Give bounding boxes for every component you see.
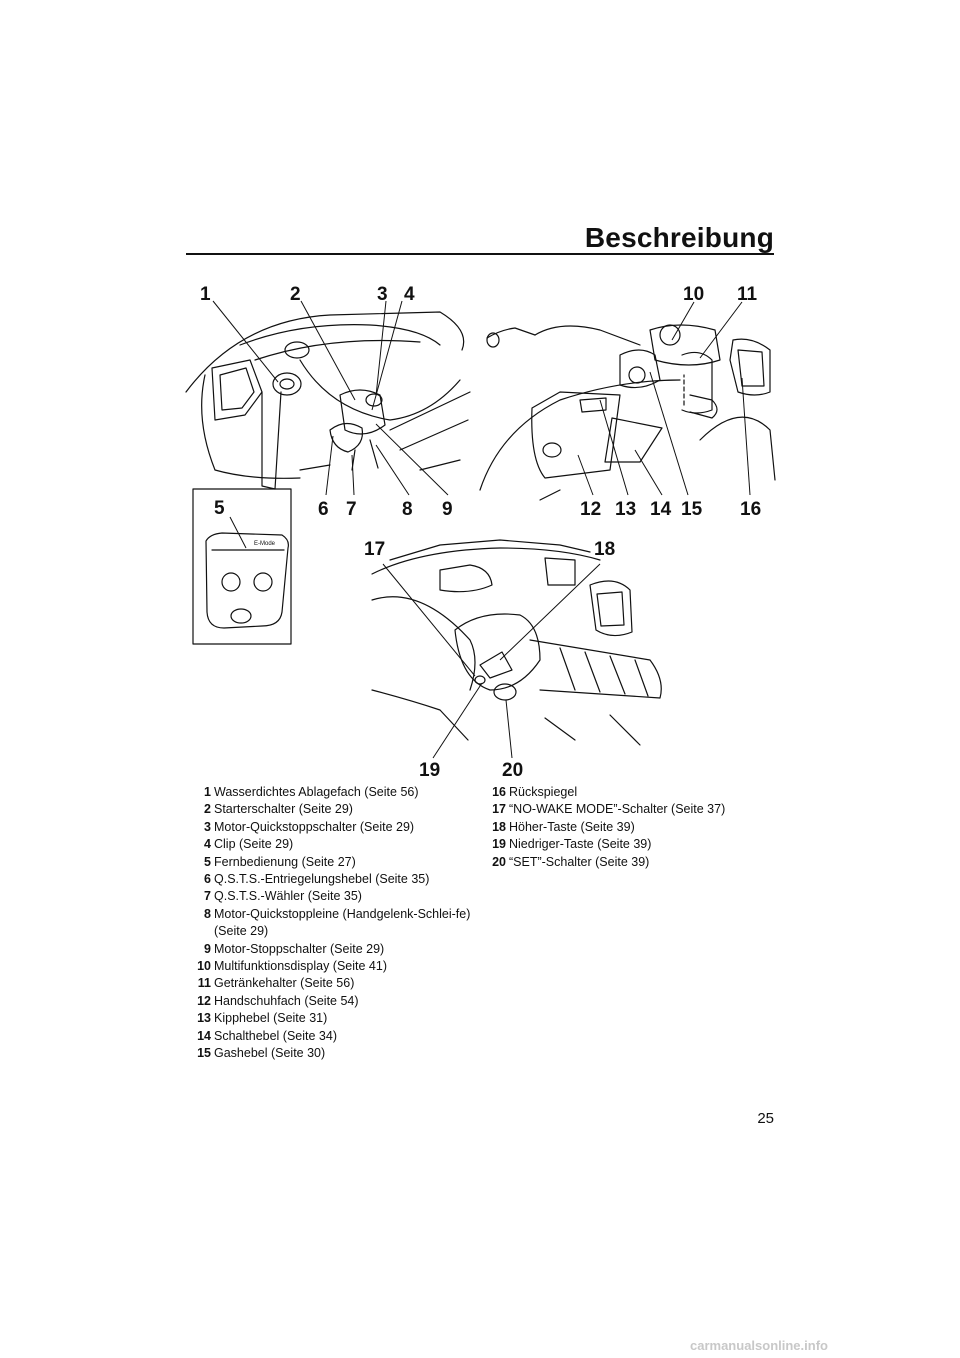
callout-2: 2: [290, 284, 301, 305]
legend-text: Motor-Stoppschalter (Seite 29): [214, 941, 385, 956]
legend-text: Motor-Quickstoppschalter (Seite 29): [214, 819, 415, 834]
remote-inset: [192, 391, 292, 645]
legend-number: 1: [204, 785, 211, 799]
legend-item: 20“SET”-Schalter (Seite 39): [481, 854, 771, 871]
legend-text: Wasserdichtes Ablagefach (Seite 56): [214, 785, 419, 799]
page-title: Beschreibung: [584, 222, 774, 253]
legend-text: Handschuhfach (Seite 54): [214, 993, 359, 1008]
callout-17: 17: [364, 539, 385, 560]
callout-11: 11: [737, 284, 758, 305]
left-console-drawing: [185, 311, 471, 479]
legend-text: Q.S.T.S.-Wähler (Seite 35): [214, 889, 362, 904]
callout-19: 19: [419, 760, 440, 781]
legend-number: 8: [204, 906, 211, 921]
legend-text: Rückspiegel: [509, 785, 578, 799]
callout-15: 15: [681, 499, 703, 520]
callout-5: 5: [214, 498, 225, 519]
callout-16: 16: [740, 499, 761, 520]
legend-number: 2: [204, 802, 211, 817]
legend-text: Höher-Taste (Seite 39): [509, 819, 635, 834]
page-number: 25: [757, 1110, 774, 1127]
remote-mode-label: E-Mode: [254, 541, 276, 547]
callout-6: 6: [318, 499, 329, 520]
legend-text: Multifunktionsdisplay (Seite 41): [214, 959, 387, 974]
legend-text: Kipphebel (Seite 31): [214, 1011, 328, 1026]
legend-text: Clip (Seite 29): [214, 837, 294, 852]
legend-text: Starterschalter (Seite 29): [214, 802, 353, 817]
legend-number: 6: [204, 872, 211, 887]
legend-number: 5: [204, 854, 211, 869]
legend-number: 19: [492, 837, 506, 852]
legend-number: 18: [492, 819, 506, 834]
legend-number: 9: [204, 941, 211, 956]
legend-number: 11: [197, 976, 211, 991]
callout-13: 13: [615, 499, 636, 520]
right-handlebar-drawing: [479, 324, 776, 501]
legend-number: 12: [197, 993, 211, 1008]
controls-illustration: 1 2 3 4 5 6 7 8 9 10 11 12 13 14 15 16 1…: [185, 284, 776, 781]
callout-10: 10: [683, 284, 704, 305]
leader-lines: [212, 300, 751, 759]
legend-text: Q.S.T.S.-Entriegelungshebel (Seite 35): [214, 872, 430, 887]
legend-number: 4: [204, 837, 211, 852]
watermark: carmanualsonline.info: [690, 1338, 828, 1353]
legend-text: Gashebel (Seite 30): [214, 1046, 326, 1061]
callout-4: 4: [404, 284, 415, 305]
legend-item: 17“NO-WAKE MODE”-Schalter (Seite 37): [481, 801, 771, 818]
legend-text: Schalthebel (Seite 34): [214, 1028, 337, 1043]
legend-text: Getränkehalter (Seite 56): [214, 976, 355, 991]
legend-number: 20: [492, 854, 506, 869]
callout-numbers: 1 2 3 4 5 6 7 8 9 10 11 12 13 14 15 16 1…: [200, 284, 761, 781]
header-rule: [186, 253, 774, 255]
legend-text: Niedriger-Taste (Seite 39): [509, 837, 652, 852]
legend-number: 13: [197, 1011, 211, 1026]
legend-number: 7: [204, 889, 211, 904]
callout-8: 8: [402, 499, 413, 520]
handlebar-closeup-drawing: [371, 539, 662, 746]
legend-number: 14: [197, 1028, 211, 1043]
callout-20: 20: [502, 760, 523, 781]
legend-number: 10: [197, 959, 211, 974]
callout-12: 12: [580, 499, 601, 520]
legend-number: 3: [204, 819, 211, 834]
callout-1: 1: [200, 284, 211, 305]
legend-text: Fernbedienung (Seite 27): [214, 854, 356, 869]
callout-9: 9: [442, 499, 453, 520]
callout-18: 18: [594, 539, 615, 560]
legend-text: Motor-Quickstoppleine (Handgelenk-Schlei…: [214, 906, 471, 939]
legend-number: 15: [197, 1046, 211, 1061]
callout-14: 14: [650, 499, 672, 520]
legend-text: “SET”-Schalter (Seite 39): [509, 854, 650, 869]
legend-number: 17: [492, 802, 506, 817]
legend-text: “NO-WAKE MODE”-Schalter (Seite 37): [509, 802, 726, 817]
callout-7: 7: [346, 499, 357, 520]
callout-3: 3: [377, 284, 388, 305]
legend-number: 16: [492, 785, 506, 799]
